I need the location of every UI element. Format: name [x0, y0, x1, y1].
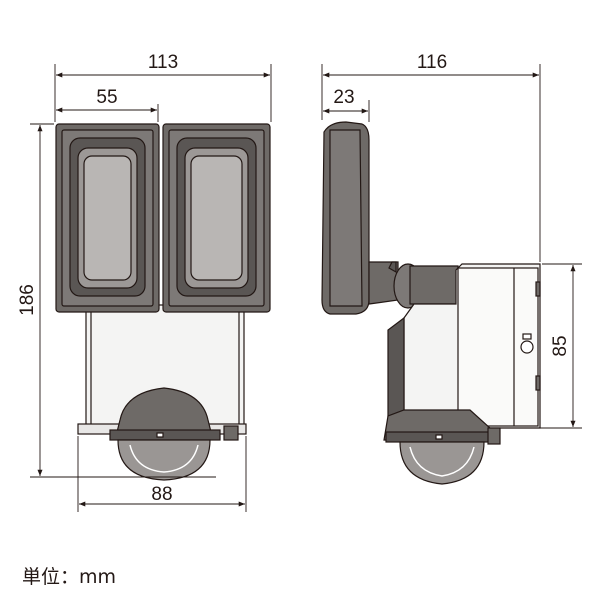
- dim-base-width: 88: [151, 484, 172, 505]
- front-sensor-dome: [117, 439, 211, 481]
- unit-label: 単位：mm: [22, 566, 117, 588]
- side-view: [321, 121, 541, 485]
- front-view: [55, 123, 271, 481]
- dim-body-height: 85: [550, 335, 571, 356]
- dim-head-width: 55: [96, 87, 117, 108]
- side-sensor-dome: [399, 441, 485, 485]
- dim-height: 186: [17, 284, 38, 316]
- dim-front-width: 113: [148, 52, 178, 73]
- left-lamp-head: [55, 123, 160, 313]
- right-lamp-head: [162, 123, 271, 313]
- dimension-lines: [30, 64, 582, 512]
- front-sensor-housing: [115, 387, 213, 437]
- dim-head-depth: 23: [333, 87, 354, 108]
- dim-side-depth: 116: [417, 52, 447, 73]
